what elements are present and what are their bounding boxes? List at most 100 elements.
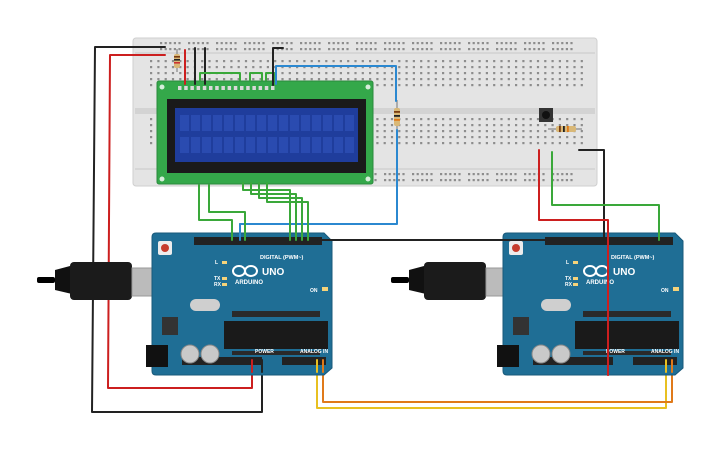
breadboard-hole: [528, 48, 531, 51]
breadboard-hole: [365, 48, 368, 51]
breadboard-hole: [296, 72, 299, 75]
breadboard-hole: [558, 60, 561, 63]
breadboard-hole: [248, 42, 251, 45]
push-button-icon[interactable]: [539, 108, 553, 122]
breadboard-hole: [229, 42, 232, 45]
breadboard-hole: [425, 48, 428, 51]
breadboard-hole: [485, 136, 488, 139]
breadboard-hole: [383, 142, 386, 145]
breadboard-hole: [556, 173, 559, 176]
breadboard-hole: [288, 72, 291, 75]
breadboard-hole: [481, 48, 484, 51]
breadboard-hole: [384, 42, 387, 45]
usb-plug-icon: [391, 262, 515, 300]
breadboard-hole: [325, 78, 328, 81]
breadboard-hole: [150, 78, 153, 81]
breadboard-hole: [522, 84, 525, 87]
breadboard-hole: [544, 142, 547, 145]
breadboard-hole: [369, 42, 372, 45]
breadboard-hole: [360, 48, 363, 51]
breadboard-hole: [434, 84, 437, 87]
breadboard-hole: [186, 60, 189, 63]
breadboard-hole: [440, 42, 443, 45]
breadboard-hole: [536, 72, 540, 75]
breadboard-hole: [281, 72, 284, 75]
lcd-cell: [224, 137, 233, 153]
breadboard-hole: [216, 48, 219, 51]
breadboard-hole: [420, 124, 423, 127]
lcd-cell: [180, 115, 189, 131]
breadboard-hole: [157, 60, 160, 63]
breadboard-hole: [430, 48, 433, 51]
breadboard-hole: [285, 42, 288, 45]
lcd-cell: [246, 115, 255, 131]
breadboard-hole: [288, 66, 291, 69]
breadboard-hole: [573, 136, 576, 139]
breadboard-hole: [434, 78, 437, 81]
breadboard-hole: [318, 48, 321, 51]
breadboard-hole: [453, 42, 456, 45]
breadboard-hole: [164, 48, 167, 51]
breadboard-hole: [234, 42, 237, 45]
breadboard-hole: [493, 72, 496, 75]
breadboard-hole: [580, 118, 583, 121]
breadboard-hole: [505, 42, 508, 45]
breadboard-hole: [449, 42, 452, 45]
breadboard-hole: [551, 142, 554, 145]
breadboard-hole: [332, 66, 335, 69]
lcd-pin: [271, 86, 275, 90]
breadboard-hole: [347, 66, 350, 69]
breadboard-hole: [514, 48, 517, 51]
breadboard-hole: [266, 78, 269, 81]
breadboard-hole: [427, 124, 430, 127]
breadboard-hole: [515, 60, 518, 63]
breadboard-hole: [561, 42, 564, 45]
breadboard-hole: [369, 78, 372, 81]
breadboard-hole: [515, 136, 518, 139]
breadboard-hole: [570, 179, 573, 182]
breadboard-hole: [477, 48, 480, 51]
breadboard-hole: [493, 142, 496, 145]
breadboard-hole: [208, 66, 211, 69]
breadboard-hole: [529, 60, 532, 63]
breadboard-hole: [458, 179, 461, 182]
breadboard-hole: [325, 66, 328, 69]
breadboard-hole: [481, 42, 484, 45]
breadboard-hole: [468, 173, 471, 176]
breadboard-hole: [296, 60, 299, 63]
breadboard-hole: [157, 78, 160, 81]
breadboard-hole: [500, 179, 503, 182]
breadboard-hole: [412, 66, 415, 69]
breadboard-hole: [272, 42, 275, 45]
breadboard-hole: [453, 179, 456, 182]
breadboard-hole: [463, 124, 467, 127]
breadboard-hole: [580, 78, 583, 81]
breadboard-hole: [192, 48, 195, 51]
breadboard-hole: [339, 60, 342, 63]
breadboard-hole: [529, 78, 532, 81]
breadboard-hole: [522, 136, 525, 139]
lcd-pin: [209, 86, 213, 90]
breadboard-hole: [529, 124, 532, 127]
breadboard-hole: [317, 66, 321, 69]
breadboard-hole: [566, 60, 569, 63]
breadboard-hole: [471, 142, 474, 145]
breadboard-hole: [500, 66, 503, 69]
breadboard-hole: [485, 124, 488, 127]
breadboard-hole: [440, 173, 443, 176]
breadboard-hole: [481, 173, 484, 176]
breadboard-hole: [566, 72, 569, 75]
breadboard-hole: [290, 42, 293, 45]
breadboard-hole: [493, 130, 496, 133]
breadboard-hole: [449, 118, 452, 121]
breadboard-hole: [405, 78, 408, 81]
breadboard-hole: [361, 66, 364, 69]
breadboard-hole: [332, 42, 335, 45]
breadboard-hole: [544, 78, 547, 81]
breadboard-hole: [383, 60, 386, 63]
breadboard-hole: [472, 173, 475, 176]
breadboard-hole: [304, 42, 307, 45]
breadboard-hole: [500, 173, 503, 176]
breadboard-hole: [244, 60, 248, 63]
breadboard-hole: [262, 48, 265, 51]
